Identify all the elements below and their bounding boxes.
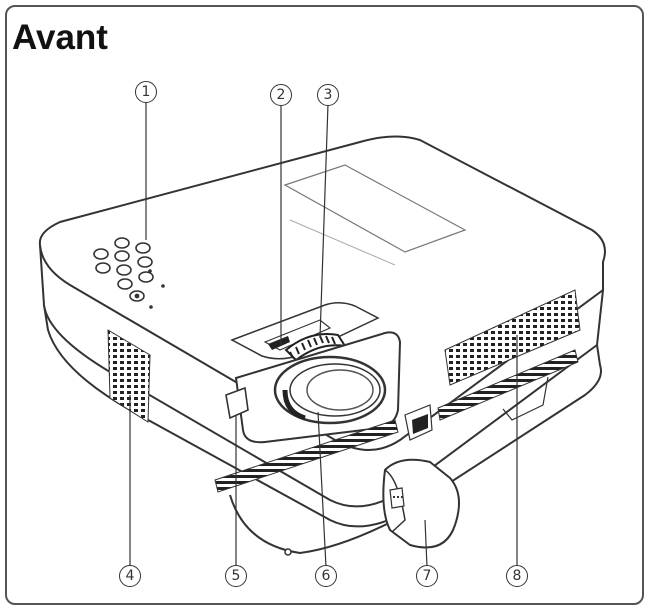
callout-3: 3: [317, 84, 339, 106]
bottom-vent-right: [437, 349, 579, 421]
ir-receiver: [225, 386, 249, 420]
leader-lines: [129, 102, 549, 568]
top-panel: [283, 164, 467, 253]
page-title: Avant: [12, 18, 108, 57]
control-panel-buttons: [93, 237, 165, 309]
lens-cap: [382, 458, 460, 549]
lens-cap-strap: [229, 494, 396, 555]
top-vent-grille: [444, 289, 581, 386]
callout-1: 1: [135, 81, 157, 103]
focus-ring: [284, 333, 348, 362]
speaker-grille: [107, 329, 151, 423]
callout-8: 8: [506, 565, 528, 587]
callout-5: 5: [225, 565, 247, 587]
callout-2: 2: [270, 84, 292, 106]
zoom-lever: [268, 336, 290, 350]
callout-6: 6: [315, 565, 337, 587]
callout-7: 7: [416, 565, 438, 587]
lens-glass: [306, 369, 374, 411]
callout-4: 4: [119, 565, 141, 587]
bottom-vent-left: [214, 419, 399, 493]
